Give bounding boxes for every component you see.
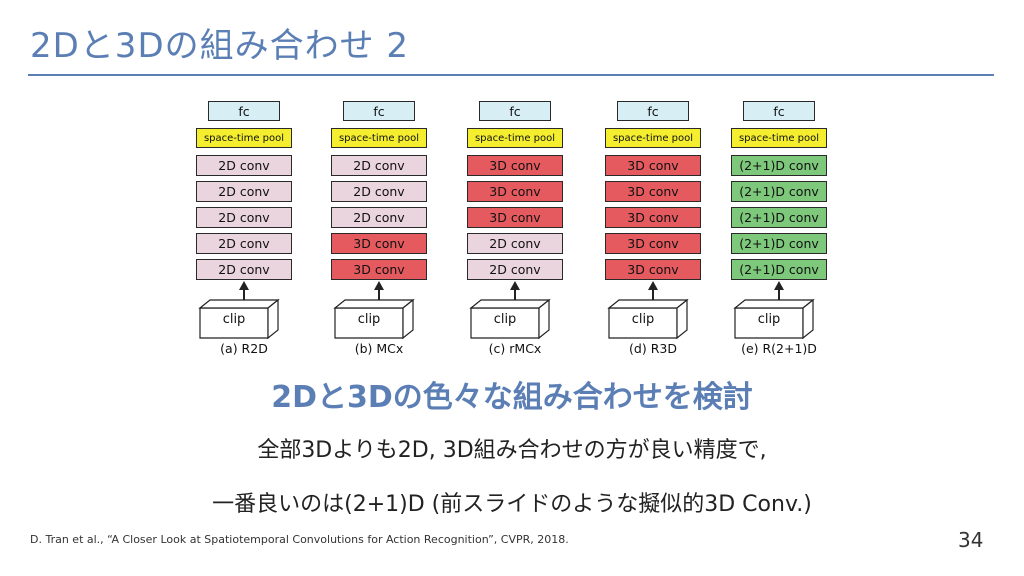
clip-cube-icon	[469, 298, 551, 340]
arrow-head-icon	[374, 281, 384, 290]
clip-label: clip	[493, 312, 517, 327]
arrow-head-icon	[774, 281, 784, 290]
input-arrow	[243, 285, 245, 305]
architecture-caption: (c) rMCx	[488, 341, 542, 356]
fc-layer: fc	[617, 101, 689, 121]
conv-layer: (2+1)D conv	[731, 181, 827, 202]
clip-cube-icon	[198, 298, 280, 340]
conv-layer: 3D conv	[331, 259, 427, 280]
conv-layer: 3D conv	[605, 181, 701, 202]
conv-layer: 3D conv	[605, 259, 701, 280]
conv-layer: 3D conv	[605, 207, 701, 228]
clip-label: clip	[757, 312, 781, 327]
clip-cube-icon	[733, 298, 815, 340]
input-arrow	[378, 285, 380, 305]
conv-layer: 2D conv	[196, 259, 292, 280]
clip-label: clip	[631, 312, 655, 327]
clip-cube-icon	[607, 298, 689, 340]
body-line-2: 一番良いのは(2+1)D (前スライドのような擬似的3D Conv.)	[212, 492, 812, 517]
conv-layer: 2D conv	[196, 233, 292, 254]
conv-layer: 3D conv	[467, 181, 563, 202]
architecture-caption: (b) MCx	[354, 341, 404, 356]
clip-label: clip	[222, 312, 246, 327]
conv-layer: (2+1)D conv	[731, 207, 827, 228]
fc-layer: fc	[743, 101, 815, 121]
space-time-pool-layer: space-time pool	[731, 128, 827, 148]
slide-subtitle: 2Dと3Dの色々な組み合わせを検討	[271, 380, 753, 415]
citation: D. Tran et al., “A Closer Look at Spatio…	[30, 533, 569, 546]
page-number: 34	[958, 528, 984, 552]
arrow-head-icon	[648, 281, 658, 290]
fc-layer: fc	[343, 101, 415, 121]
fc-layer: fc	[208, 101, 280, 121]
conv-layer: 3D conv	[605, 233, 701, 254]
fc-layer: fc	[479, 101, 551, 121]
conv-layer: 2D conv	[196, 181, 292, 202]
conv-layer: 3D conv	[331, 233, 427, 254]
input-arrow	[514, 285, 516, 305]
arrow-head-icon	[510, 281, 520, 290]
conv-layer: 2D conv	[467, 233, 563, 254]
conv-layer: 2D conv	[467, 259, 563, 280]
conv-layer: (2+1)D conv	[731, 259, 827, 280]
conv-layer: 2D conv	[331, 207, 427, 228]
conv-layer: 3D conv	[467, 155, 563, 176]
input-arrow	[778, 285, 780, 305]
conv-layer: 3D conv	[467, 207, 563, 228]
architecture-caption: (a) R2D	[220, 341, 268, 356]
conv-layer: 2D conv	[331, 155, 427, 176]
space-time-pool-layer: space-time pool	[331, 128, 427, 148]
conv-layer: 3D conv	[605, 155, 701, 176]
slide-title: 2Dと3Dの組み合わせ 2	[30, 26, 410, 66]
architecture-caption: (e) R(2+1)D	[741, 341, 817, 356]
title-divider	[28, 74, 994, 76]
architecture-caption: (d) R3D	[629, 341, 677, 356]
conv-layer: 2D conv	[331, 181, 427, 202]
arrow-head-icon	[239, 281, 249, 290]
body-line-1: 全部3Dよりも2D, 3D組み合わせの方が良い精度で,	[257, 438, 767, 463]
conv-layer: (2+1)D conv	[731, 233, 827, 254]
conv-layer: (2+1)D conv	[731, 155, 827, 176]
conv-layer: 2D conv	[196, 155, 292, 176]
input-arrow	[652, 285, 654, 305]
space-time-pool-layer: space-time pool	[467, 128, 563, 148]
clip-label: clip	[357, 312, 381, 327]
space-time-pool-layer: space-time pool	[196, 128, 292, 148]
conv-layer: 2D conv	[196, 207, 292, 228]
clip-cube-icon	[333, 298, 415, 340]
space-time-pool-layer: space-time pool	[605, 128, 701, 148]
